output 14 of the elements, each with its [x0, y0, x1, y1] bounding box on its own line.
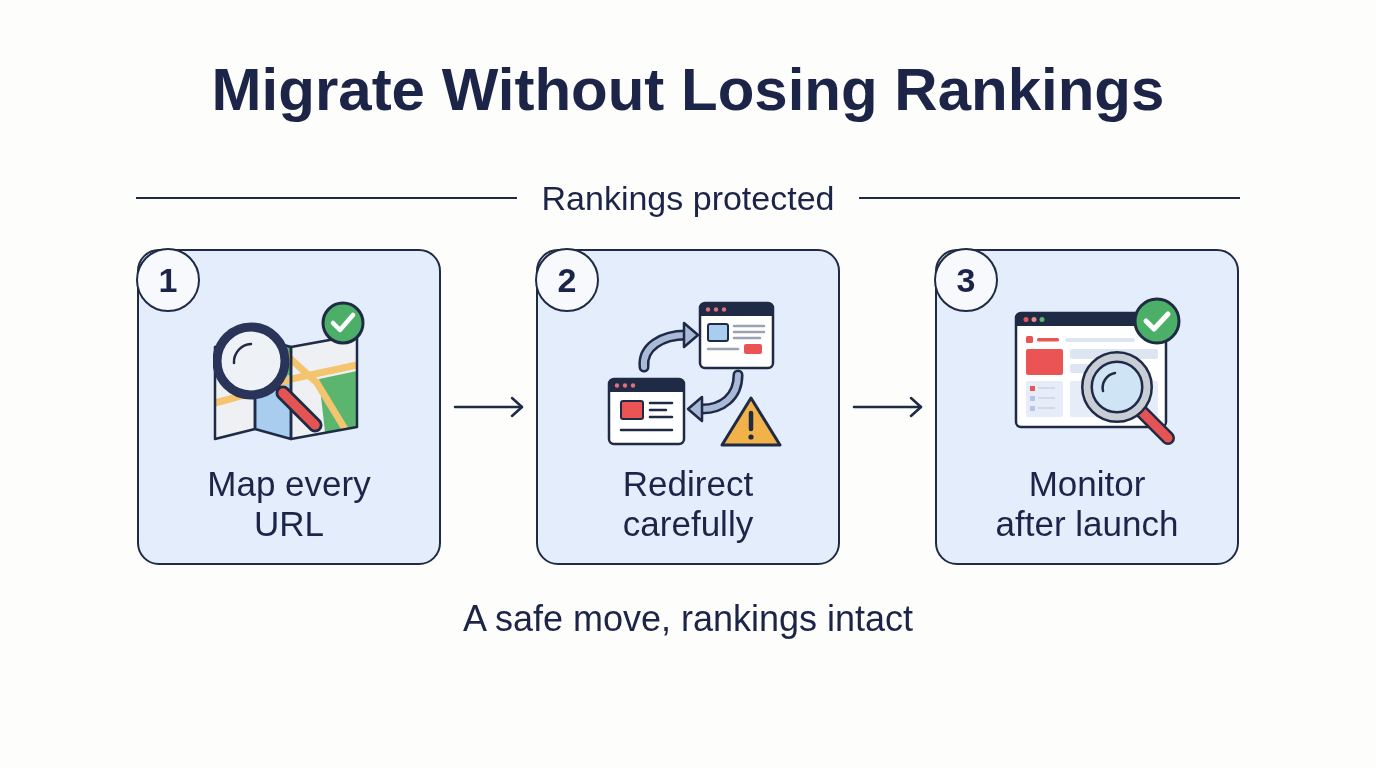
arrow — [852, 396, 923, 418]
step-number: 3 — [956, 263, 976, 297]
caption: A safe move, rankings intact — [462, 597, 914, 641]
step-label: Monitor after launch — [994, 464, 1180, 544]
title: Migrate Without Losing Rankings — [211, 55, 1165, 125]
step-number: 1 — [158, 263, 178, 297]
step-card — [935, 249, 1239, 565]
step-card — [137, 249, 441, 565]
arrow — [453, 396, 524, 418]
step-card — [536, 249, 840, 565]
section-label: Rankings protected — [541, 178, 835, 219]
step-number: 2 — [557, 263, 577, 297]
step-label: Map every URL — [206, 464, 372, 544]
step-label: Redirect carefully — [621, 464, 755, 544]
